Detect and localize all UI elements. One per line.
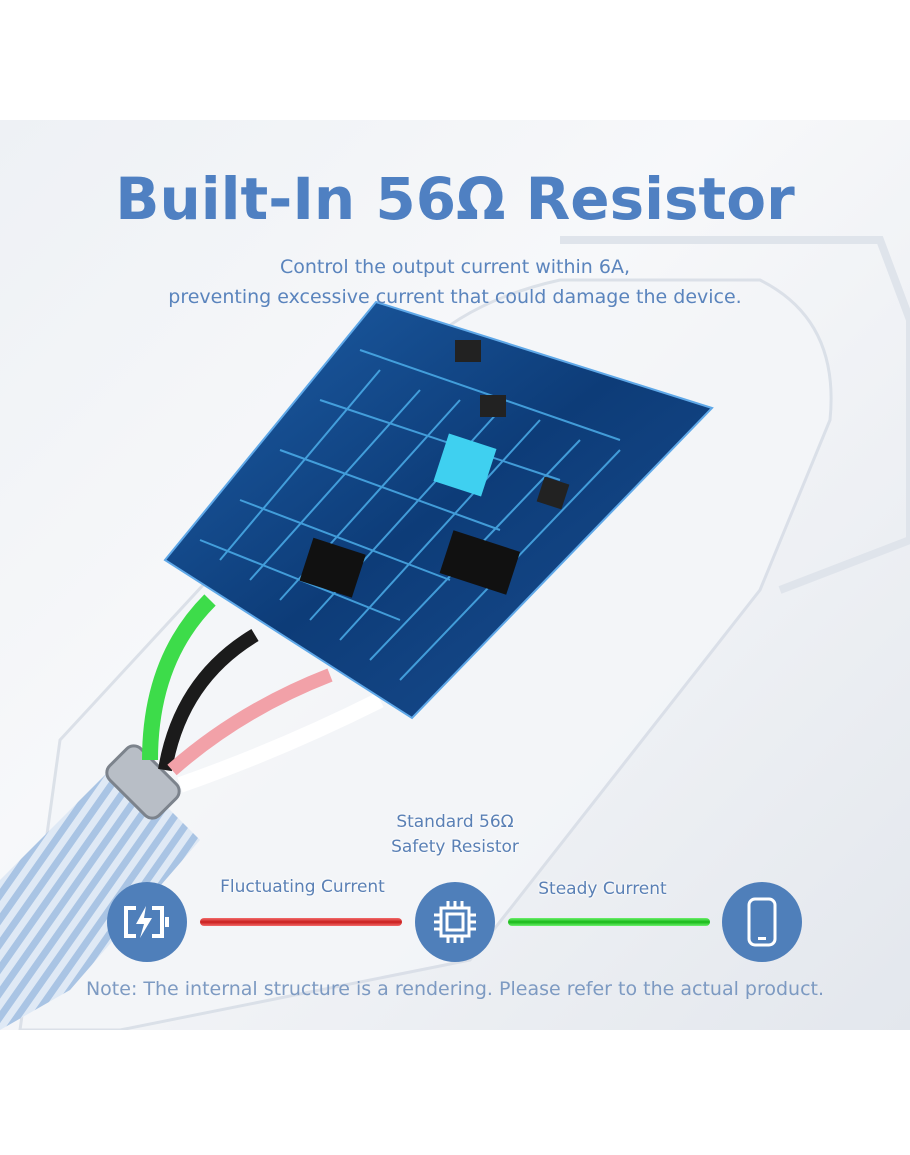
battery-circle [107, 882, 187, 962]
resistor-circle [415, 882, 495, 962]
phone-icon [747, 897, 777, 947]
steady-current-line [508, 918, 710, 926]
fluctuating-current-line [200, 918, 402, 926]
headline: Built-In 56Ω Resistor [115, 165, 795, 233]
product-image: Built-In 56Ω Resistor Control the output… [0, 120, 910, 1030]
chip-icon [434, 901, 476, 943]
resistor-label-line-2: Safety Resistor [391, 837, 519, 857]
steady-current-label: Steady Current [538, 879, 667, 899]
subtitle-line-1: Control the output current within 6A, [279, 256, 631, 278]
resistor-label-line-1: Standard 56Ω [396, 812, 514, 832]
fluctuating-current-label: Fluctuating Current [220, 877, 385, 897]
battery-charging-icon [124, 906, 169, 938]
disclaimer-note: Note: The internal structure is a render… [85, 978, 825, 1000]
cable-pcb-illustration [0, 236, 910, 1030]
subtitle-line-2: preventing excessive current that could … [168, 286, 742, 308]
device-circle [722, 882, 802, 962]
